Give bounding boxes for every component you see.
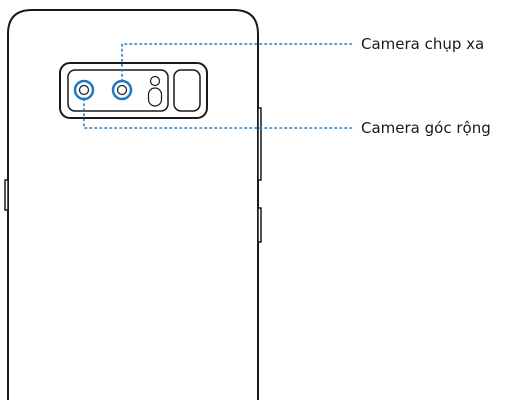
phone-body-outline [7,9,259,400]
right-side-button-bixby [257,207,262,243]
telephoto-lens-core [116,84,128,96]
fingerprint-sensor [173,69,201,112]
camera-module-inner [67,69,169,112]
wide-camera-label: Camera góc rộng [361,119,491,137]
right-side-button-power [257,107,262,181]
flash-pill [147,87,163,107]
left-side-button [4,179,9,211]
telephoto-leader-line [121,43,356,82]
wide-leader-line [83,98,356,129]
wide-lens-ring [73,79,95,101]
sensor-top [149,75,161,87]
wide-lens-core [78,84,90,96]
camera-module-housing [59,62,208,119]
telephoto-lens-ring [111,79,133,101]
telephoto-camera-label: Camera chụp xa [361,35,485,53]
